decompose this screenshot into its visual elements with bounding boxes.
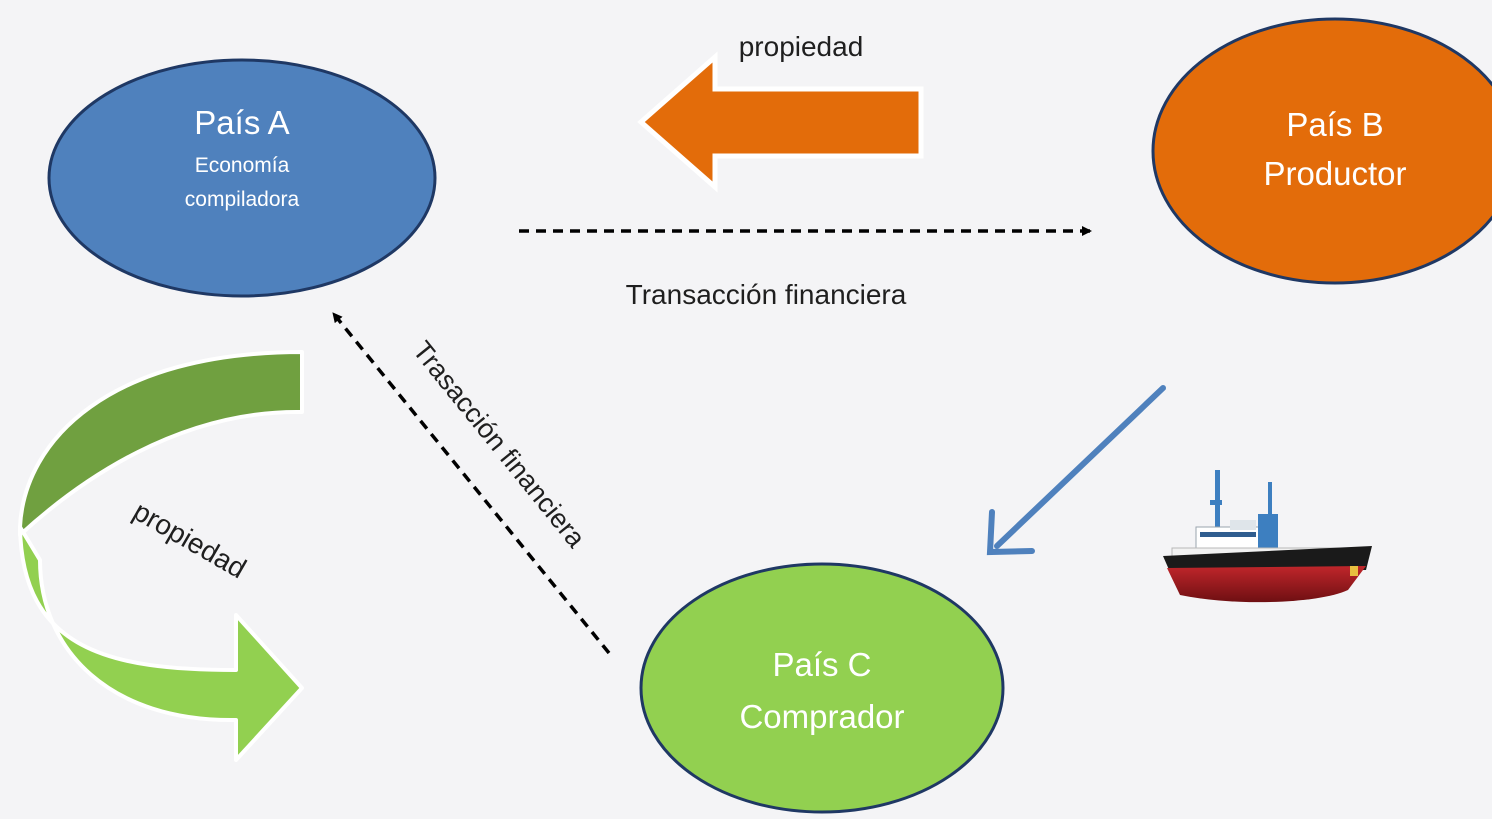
node-pais-b: País B Productor [1151, 17, 1492, 285]
node-c-title: País C [772, 646, 871, 683]
node-a-subtitle-1: Economía [195, 154, 290, 177]
financial-label-a-to-b: Transacción financiera [626, 279, 907, 310]
node-a-title: País A [194, 104, 289, 141]
financial-label-c-to-a: Trasacción financiera [407, 336, 592, 554]
curved-ownership-arrow: propiedad [18, 350, 304, 762]
node-pais-c: País C Comprador [639, 562, 1005, 814]
node-c-subtitle: Comprador [739, 698, 904, 735]
goods-arrow-b-to-c [986, 385, 1166, 556]
ship-icon [1163, 470, 1372, 603]
node-pais-a: País A Economía compiladora [47, 58, 437, 298]
curved-ownership-label: propiedad [128, 495, 251, 584]
ownership-arrow-b-to-a: propiedad [637, 31, 924, 193]
financial-arrow-c-to-a: Trasacción financiera [331, 311, 611, 655]
node-b-subtitle: Productor [1263, 155, 1406, 192]
node-a-subtitle-2: compiladora [185, 188, 300, 211]
ownership-label-top: propiedad [739, 31, 864, 62]
node-b-title: País B [1286, 106, 1383, 143]
financial-arrow-a-to-b: Transacción financiera [519, 226, 1092, 310]
